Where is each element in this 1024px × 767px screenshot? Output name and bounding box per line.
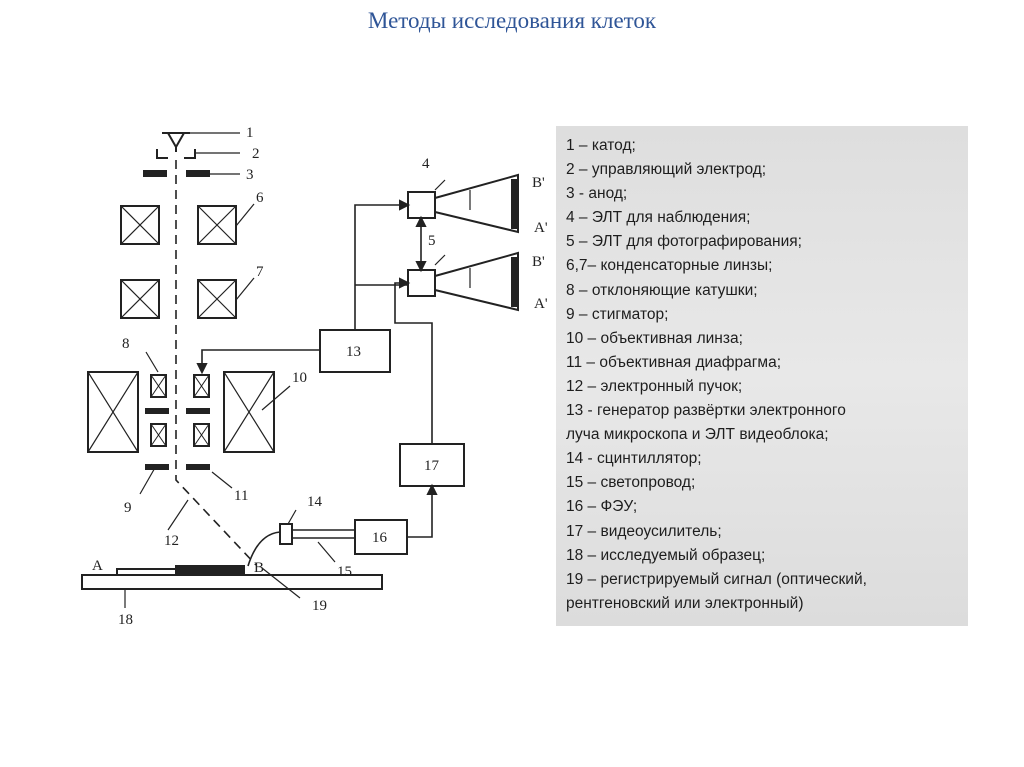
label-1: 1	[246, 125, 254, 141]
label-19: 19	[312, 598, 327, 614]
label-16: 16	[372, 530, 388, 546]
letter-a-prime-top: A'	[534, 220, 548, 236]
letter-a-prime-bottom: A'	[534, 296, 548, 312]
legend-item: 1 – катод;	[566, 137, 636, 154]
label-8: 8	[122, 336, 130, 352]
letter-a: A	[92, 558, 103, 574]
legend-item: 11 – объективная диафрагма;	[566, 353, 781, 371]
legend-panel: 1 – катод; 2 – управляющий электрод; 3 -…	[556, 126, 968, 626]
sem-schematic: 1 2 3 4 5 6 7 8 9 10 11 12 13 14 15 16 1…	[81, 125, 548, 628]
aperture-left	[145, 464, 169, 470]
condenser-lens-7-right	[197, 279, 237, 319]
legend-item: 16 – ФЭУ;	[566, 498, 638, 516]
legend-item: 4 – ЭЛТ для наблюдения;	[566, 209, 751, 227]
legend-item: 8 – отклоняющие катушки;	[566, 281, 758, 299]
cathode-shape	[162, 132, 190, 150]
label-13: 13	[346, 344, 361, 360]
legend-item: 15 – светопровод;	[566, 474, 696, 492]
label-9: 9	[124, 500, 132, 516]
deflection-coil-left	[150, 374, 167, 398]
crt-5-tube	[434, 251, 519, 312]
crt-5-screen	[511, 257, 519, 307]
label-12: 12	[164, 533, 179, 549]
legend-item: 12 – электронный пучок;	[566, 377, 743, 395]
label-5: 5	[428, 233, 436, 249]
objective-lens-right	[223, 371, 275, 453]
legend-item: 5 – ЭЛТ для фотографирования;	[566, 233, 802, 251]
crt-5-gun	[407, 269, 436, 297]
legend-item: 10 – объективная линза;	[566, 329, 743, 347]
letter-b: B	[254, 560, 264, 576]
control-electrode-shape	[156, 149, 196, 159]
anode-right	[186, 170, 210, 177]
legend-item: 6,7– конденсаторные линзы;	[566, 257, 773, 275]
label-10: 10	[292, 370, 307, 386]
stigmator-left	[150, 423, 167, 447]
label-3: 3	[246, 167, 254, 183]
slide-title: Методы исследования клеток	[367, 8, 657, 33]
legend-item: 19 – регистрируемый сигнал (оптический,	[566, 570, 867, 588]
legend-item: 17 – видеоусилитель;	[566, 522, 722, 540]
label-14: 14	[307, 494, 323, 510]
scan-region	[175, 565, 245, 574]
stigmator-right	[193, 423, 210, 447]
electrode-mid-right	[186, 408, 210, 414]
scintillator	[279, 523, 293, 545]
label-4: 4	[422, 156, 430, 172]
letter-b-prime-bottom: B'	[532, 254, 545, 270]
light-guide	[292, 529, 355, 539]
legend-item: 13 - генератор развёртки электронного	[566, 402, 846, 420]
crt-4-gun	[407, 191, 436, 219]
legend-item: 18 – исследуемый образец;	[566, 546, 766, 564]
label-2: 2	[252, 146, 260, 162]
label-11: 11	[234, 488, 248, 504]
legend-item: 3 - анод;	[566, 185, 628, 203]
crt-4-tube	[434, 173, 519, 234]
letter-b-prime-top: B'	[532, 175, 545, 191]
condenser-lens-6-right	[197, 205, 237, 245]
label-6: 6	[256, 190, 264, 206]
legend-item: 2 – управляющий электрод;	[566, 161, 767, 179]
label-7: 7	[256, 264, 264, 280]
condenser-lens-7-left	[120, 279, 160, 319]
label-18: 18	[118, 612, 133, 628]
objective-lens-left	[87, 371, 139, 453]
deflection-coil-right	[193, 374, 210, 398]
condenser-lens-6-left	[120, 205, 160, 245]
anode-left	[143, 170, 167, 177]
label-15: 15	[337, 564, 352, 580]
label-17: 17	[424, 458, 440, 474]
legend-item: луча микроскопа и ЭЛТ видеоблока;	[566, 426, 829, 444]
optical-axis	[175, 160, 257, 566]
crt-4-screen	[511, 179, 519, 229]
electrode-mid-left	[145, 408, 169, 414]
legend-item: 14 - сцинтиллятор;	[566, 450, 702, 468]
aperture-right	[186, 464, 210, 470]
legend-item: рентгеновский или электронный)	[566, 594, 804, 612]
legend-item: 9 – стигматор;	[566, 305, 669, 323]
